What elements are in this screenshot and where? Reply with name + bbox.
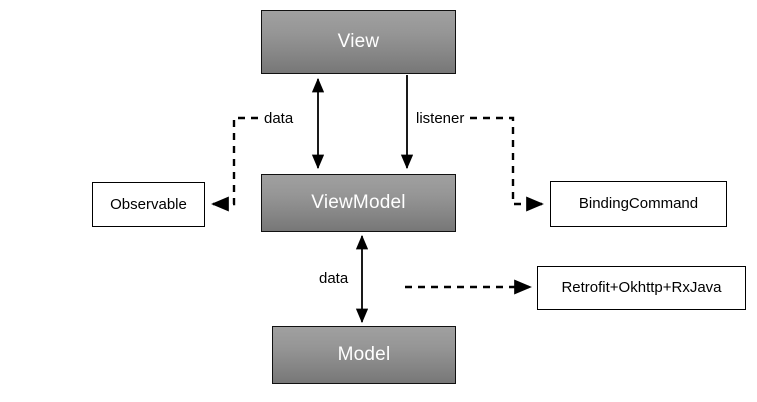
- node-observable-label: Observable: [110, 195, 187, 213]
- node-viewmodel[interactable]: ViewModel: [261, 174, 456, 232]
- node-view[interactable]: View: [261, 10, 456, 74]
- node-binding-command-label: BindingCommand: [578, 195, 699, 213]
- node-model[interactable]: Model: [272, 326, 456, 384]
- node-observable[interactable]: Observable: [92, 182, 205, 227]
- node-viewmodel-label: ViewModel: [311, 192, 406, 214]
- node-view-label: View: [337, 31, 380, 53]
- edge-listener-to-bindingcommand: [470, 116, 544, 212]
- edge-data-to-observable: [211, 116, 258, 212]
- node-retrofit-label: Retrofit+Okhttp+RxJava: [561, 279, 722, 297]
- edge-label-listener: listener: [416, 110, 465, 127]
- edge-label-data-bottom: data: [319, 270, 349, 287]
- node-binding-command[interactable]: BindingCommand: [550, 181, 727, 227]
- edge-label-data-top: data: [264, 110, 294, 127]
- node-model-label: Model: [337, 344, 391, 366]
- node-retrofit-okhttp-rxjava[interactable]: Retrofit+Okhttp+RxJava: [537, 266, 746, 310]
